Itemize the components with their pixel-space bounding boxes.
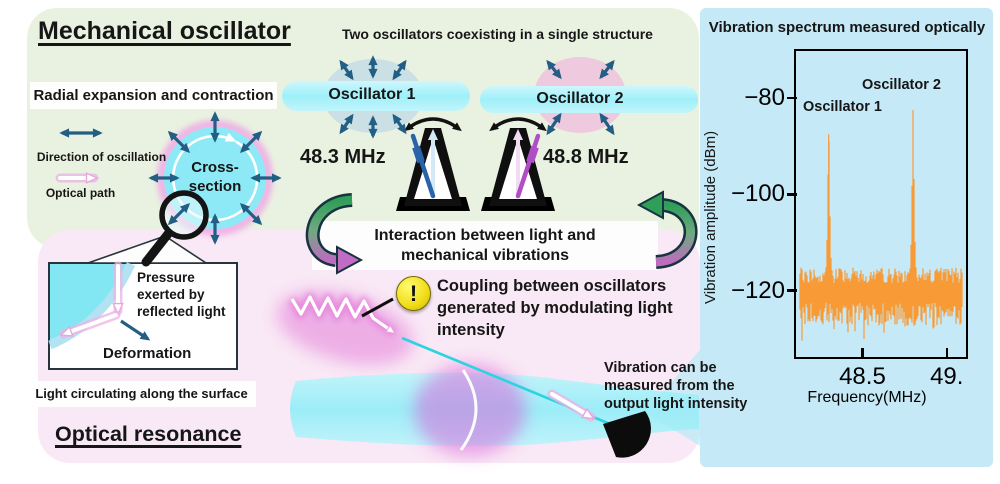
circulating-label: Light circulating along the surface [35, 386, 248, 401]
measure-line3: output light intensity [604, 396, 748, 412]
radial-label: Radial expansion and contraction [33, 87, 274, 104]
deformation-label: Deformation [103, 345, 192, 362]
pressure-line2: exerted by [137, 287, 205, 302]
interaction-line1: Interaction between light and [374, 227, 596, 244]
chart-title: Vibration spectrum measured optically [708, 19, 986, 36]
alert-icon: ! [396, 276, 431, 311]
measure-line2: measured from the [604, 378, 735, 394]
plot-box [794, 49, 968, 359]
oscillator2-frequency: 48.8 MHz [543, 146, 629, 168]
coexist-title: Two oscillators coexisting in a single s… [342, 26, 653, 42]
circulating-strip [27, 381, 256, 407]
pressure-line3: reflected light [137, 304, 226, 319]
oscillator2-label: Oscillator 2 [536, 90, 624, 107]
mechanical-title: Mechanical oscillator [38, 17, 291, 45]
interaction-box [312, 221, 658, 270]
optical-path-label: Optical path [45, 186, 116, 200]
optical-resonance-title: Optical resonance [55, 422, 242, 446]
coupling-line1: Coupling between oscillators [437, 277, 667, 295]
x-tick-mark [945, 348, 948, 358]
cross-section-label-line2: section [188, 178, 242, 195]
oscillator1-label: Oscillator 1 [328, 86, 416, 103]
x-tick-label: 49. [930, 363, 964, 390]
chart-x-axis-label: Frequency(MHz) [807, 389, 927, 406]
coupling-line2: generated by modulating light [437, 299, 673, 317]
oscillator1-frequency: 48.3 MHz [300, 146, 386, 168]
y-tick-mark [787, 193, 797, 196]
y-tick-label: −80 [744, 84, 785, 112]
chart-y-axis-label: Vibration amplitude (dBm) [702, 130, 719, 304]
y-tick-mark [787, 289, 797, 292]
pressure-line1: Pressure [137, 270, 195, 285]
y-tick-mark [787, 96, 797, 100]
chart-peak2-label: Oscillator 2 [862, 77, 941, 93]
direction-of-oscillation-label: Direction of oscillation [36, 150, 167, 164]
chart-peak1-label: Oscillator 1 [803, 99, 882, 115]
cross-section-label-line1: Cross- [191, 159, 239, 176]
y-tick-label: −120 [730, 276, 785, 304]
measure-line1: Vibration can be [604, 360, 717, 376]
y-tick-label: −100 [730, 180, 785, 208]
interaction-line2: mechanical vibrations [400, 247, 570, 264]
x-tick-mark [861, 348, 864, 358]
coupling-line3: intensity [437, 321, 505, 339]
x-tick-label: 48.5 [839, 363, 886, 390]
radial-strip [30, 82, 277, 109]
